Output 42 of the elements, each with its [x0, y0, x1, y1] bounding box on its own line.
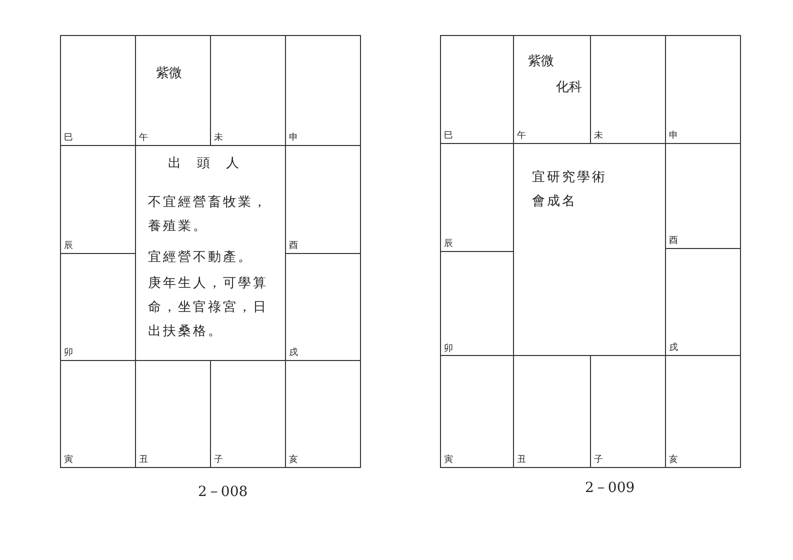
palace-cell [285, 360, 361, 468]
star-name: 紫微 [528, 54, 554, 69]
palace-cell [665, 355, 741, 468]
palace-cell [665, 35, 741, 144]
star-name: 紫微 [156, 66, 182, 81]
branch-label: 寅 [64, 455, 73, 465]
branch-label: 巳 [444, 131, 453, 141]
note-text: 不宜經營畜牧業，養殖業。 [148, 194, 269, 236]
branch-label: 寅 [444, 455, 453, 465]
branch-label: 戌 [669, 343, 678, 353]
branch-label: 未 [594, 131, 603, 141]
page-number: 2－008 [198, 483, 248, 501]
note-text: 宜研究學術會成名 [532, 169, 608, 211]
branch-label: 卯 [64, 348, 73, 358]
branch-label: 申 [669, 131, 678, 141]
palace-cell [440, 355, 514, 468]
heading: 出頭人 [167, 155, 256, 173]
branch-label: 子 [214, 455, 223, 465]
star-name: 化科 [556, 80, 582, 95]
branch-label: 丑 [517, 455, 526, 465]
branch-label: 丑 [139, 455, 148, 465]
branch-label: 午 [517, 131, 526, 141]
palace-cell [440, 35, 514, 144]
branch-label: 亥 [669, 455, 678, 465]
branch-label: 子 [594, 455, 603, 465]
branch-label: 亥 [289, 455, 298, 465]
page-number: 2－009 [585, 479, 635, 497]
branch-label: 酉 [289, 241, 298, 251]
branch-label: 申 [289, 133, 298, 143]
branch-label: 巳 [64, 133, 73, 143]
branch-label: 辰 [444, 239, 453, 249]
branch-label: 未 [214, 133, 223, 143]
palace-cell [60, 360, 136, 468]
note-text: 庚年生人，可學算命，坐官祿宮，日出扶桑格。 [148, 275, 269, 341]
branch-label: 午 [139, 133, 148, 143]
note-text: 宜經營不動產。 [148, 249, 254, 267]
branch-label: 卯 [444, 344, 453, 354]
branch-label: 戌 [289, 348, 298, 358]
palace-cell [60, 35, 136, 146]
palace-cell [285, 35, 361, 146]
branch-label: 酉 [669, 236, 678, 246]
branch-label: 辰 [64, 241, 73, 251]
